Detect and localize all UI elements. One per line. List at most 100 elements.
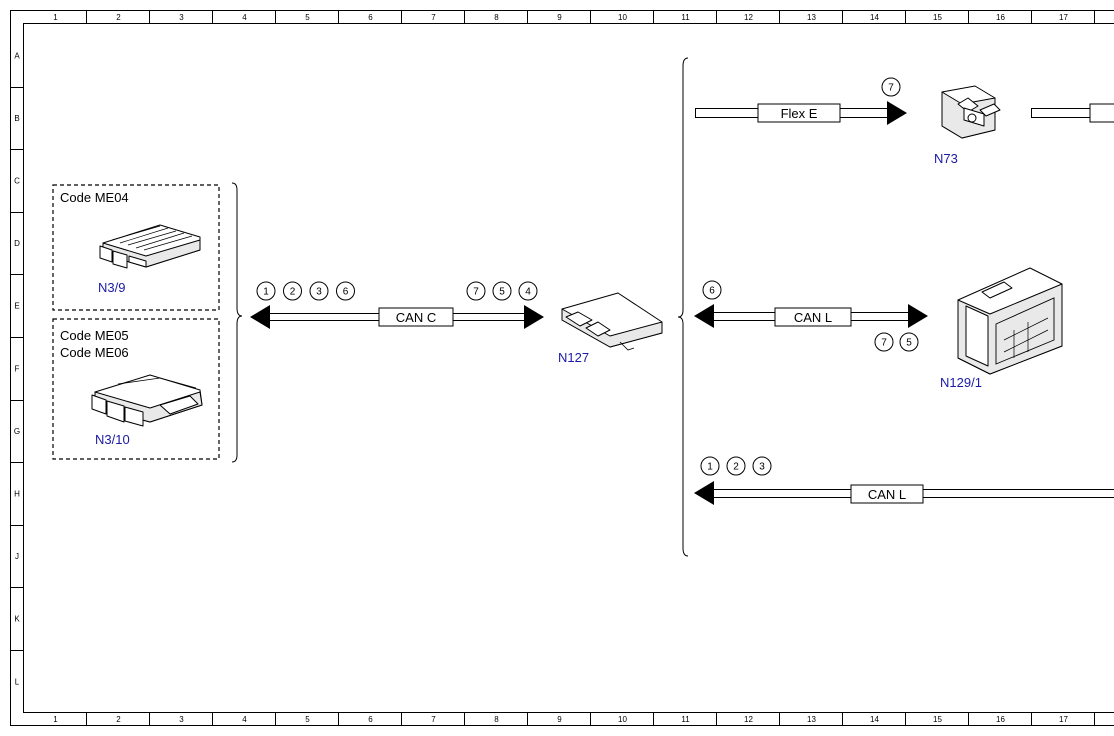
can-c-left-circles: 1 2 3 6 xyxy=(256,281,355,301)
connection-number-circle xyxy=(336,281,355,301)
group-brace-left xyxy=(231,182,243,463)
column-label: 15 xyxy=(933,715,942,724)
module-n129-1-ref: N129/1 xyxy=(940,375,982,390)
column-label: 2 xyxy=(116,13,121,22)
column-label: 9 xyxy=(557,715,562,724)
can-l-label: CAN L xyxy=(868,487,906,502)
column-label: 17 xyxy=(1059,13,1068,22)
ecu-n3-9-ref: N3/9 xyxy=(98,280,125,295)
arrow-right-head xyxy=(908,304,928,328)
column-label: 12 xyxy=(744,13,753,22)
connection-number: 7 xyxy=(888,83,894,94)
row-label: E xyxy=(14,302,19,311)
connection-number-circle xyxy=(466,281,486,301)
column-label: 1 xyxy=(53,13,58,22)
code-me06-label: Code ME06 xyxy=(60,345,129,360)
column-label: 17 xyxy=(1059,715,1068,724)
can-c-bus: CAN C 1 2 3 6 7 5 4 xyxy=(250,281,544,329)
row-label: K xyxy=(14,615,20,624)
column-label: 10 xyxy=(618,13,627,22)
ignition-switch-icon xyxy=(941,85,1001,139)
can-c-label: CAN C xyxy=(396,310,436,325)
connection-number-circle xyxy=(492,281,512,301)
column-label: 8 xyxy=(494,13,499,22)
column-label: 2 xyxy=(116,715,121,724)
code-me05-label: Code ME05 xyxy=(60,328,129,343)
engine-control-unit-icon xyxy=(91,374,203,427)
connection-number: 7 xyxy=(473,287,479,298)
connection-number-circle xyxy=(881,77,901,97)
variant-box-me05-me06 xyxy=(52,318,220,460)
arrow-right-head xyxy=(887,101,907,125)
flex-e-circles: 7 xyxy=(881,77,901,97)
column-label: 14 xyxy=(870,13,879,22)
column-label: 15 xyxy=(933,13,942,22)
connection-number: 3 xyxy=(316,287,322,298)
row-label: L xyxy=(15,677,20,686)
connector-module-icon xyxy=(957,267,1063,375)
column-label: 16 xyxy=(996,715,1005,724)
connection-number-circle xyxy=(518,281,538,301)
connection-number-circle xyxy=(309,281,329,301)
connection-number: 5 xyxy=(499,287,505,298)
connection-number: 4 xyxy=(525,287,531,298)
column-label: 11 xyxy=(681,715,690,724)
column-label: 10 xyxy=(618,715,627,724)
column-label: 12 xyxy=(744,715,753,724)
column-label: 5 xyxy=(305,715,310,724)
gateway-n127-ref: N127 xyxy=(558,350,589,365)
arrow-left-head xyxy=(694,481,714,505)
variant-group: Code ME04 N3/9 Code ME05 Code ME06 N3/10 xyxy=(52,182,243,463)
column-label: 8 xyxy=(494,715,499,724)
connection-number: 7 xyxy=(881,338,887,349)
column-label: 4 xyxy=(242,13,247,22)
can-c-right-circles: 7 5 4 xyxy=(466,281,538,301)
row-label: B xyxy=(14,114,19,123)
column-label: 13 xyxy=(807,13,816,22)
row-label: J xyxy=(15,552,19,561)
flex-e-bus: Flex E 7 xyxy=(695,77,1114,125)
connection-number: 1 xyxy=(707,462,713,473)
column-label: 7 xyxy=(431,715,436,724)
connection-number-circle xyxy=(256,281,276,301)
row-label: F xyxy=(15,364,20,373)
column-label: 5 xyxy=(305,13,310,22)
connection-number: 2 xyxy=(290,287,296,298)
arrow-left-head xyxy=(250,305,270,329)
row-label: A xyxy=(14,51,20,60)
connection-number: 3 xyxy=(759,462,765,473)
row-label: C xyxy=(14,177,20,186)
drawing-frame xyxy=(10,10,1114,726)
can-l-label: CAN L xyxy=(794,310,832,325)
connection-number-circle xyxy=(702,280,722,300)
column-label: 3 xyxy=(179,715,184,724)
arrow-right-head xyxy=(524,305,544,329)
can-l-upper-left-circles: 6 xyxy=(702,280,722,300)
connection-number-circle xyxy=(700,456,720,476)
connection-number: 6 xyxy=(343,287,349,298)
connection-number-circle xyxy=(874,332,894,352)
column-label: 1 xyxy=(53,715,58,724)
column-label: 3 xyxy=(179,13,184,22)
connection-number-circle xyxy=(283,281,302,301)
code-me04-label: Code ME04 xyxy=(60,190,129,205)
connection-number-circle xyxy=(726,456,746,476)
connection-number-circle xyxy=(899,332,919,352)
connection-number: 6 xyxy=(709,286,715,297)
control-unit-icon xyxy=(561,292,663,351)
flex-e-label: Flex E xyxy=(781,106,818,121)
column-label: 13 xyxy=(807,715,816,724)
ignition-n73-ref: N73 xyxy=(934,151,958,166)
row-label: D xyxy=(14,239,20,248)
connection-number-circle xyxy=(752,456,772,476)
connection-number: 1 xyxy=(263,287,269,298)
ecu-n3-10-ref: N3/10 xyxy=(95,432,130,447)
column-label: 7 xyxy=(431,13,436,22)
